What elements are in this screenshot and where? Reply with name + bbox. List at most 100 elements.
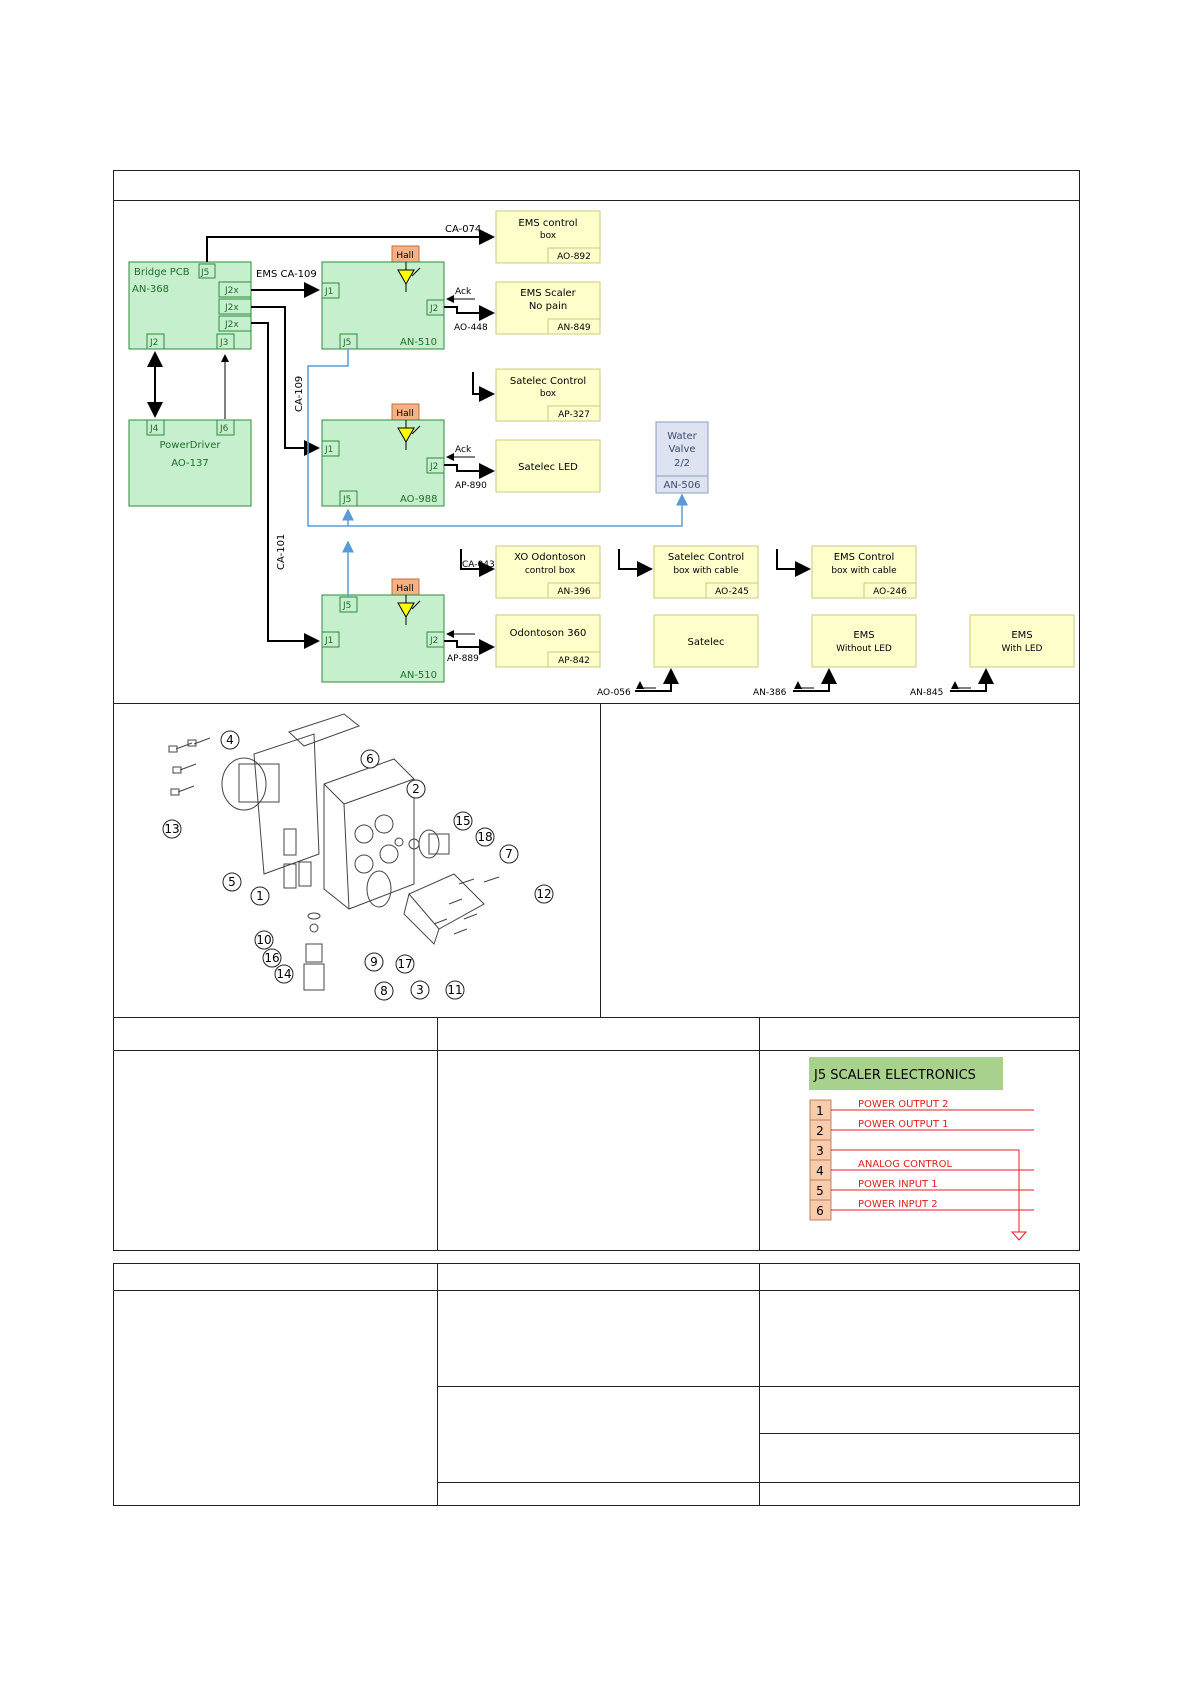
svg-text:box: box (540, 231, 557, 241)
xo-odontoson-box: XO Odontoson control box AN-396 (495, 545, 601, 599)
bottom-table-col2 (759, 1263, 760, 1506)
j5-pins: 1 2 3 4 5 6 (809, 1099, 832, 1221)
svg-text:AO-245: AO-245 (715, 587, 749, 597)
svg-text:6: 6 (366, 752, 374, 766)
svg-text:4: 4 (226, 733, 234, 747)
hall-label-1: Hall (396, 251, 413, 261)
s3-j5-label: J5 (342, 601, 351, 611)
s3-j1-label: J1 (324, 636, 333, 646)
bottom-table-row-line-1 (437, 1386, 1080, 1387)
svg-text:Odontoson 360: Odontoson 360 (510, 628, 587, 639)
scaler-block-2: Hall J1 J2 J5 AO-988 (321, 403, 445, 507)
ems-scaler-box: EMS Scaler No pain AN-849 (495, 281, 601, 335)
ems-control-cable-box: EMS Control box with cable AO-246 (811, 545, 917, 599)
svg-text:4: 4 (816, 1164, 824, 1178)
bridge-title: Bridge PCB (134, 267, 190, 278)
svg-text:ANALOG CONTROL: ANALOG CONTROL (858, 1159, 952, 1170)
bridge-j2-label: J2 (149, 338, 158, 348)
svg-text:POWER OUTPUT 1: POWER OUTPUT 1 (858, 1119, 949, 1130)
s2-j1-label: J1 (324, 445, 333, 455)
svg-text:AN-506: AN-506 (663, 480, 700, 491)
svg-text:control box: control box (525, 566, 576, 576)
svg-text:11: 11 (447, 983, 462, 997)
svg-text:2: 2 (412, 782, 420, 796)
connector-table-frame (113, 1017, 1080, 1251)
cable-ems-ca109: EMS CA-109 (256, 269, 317, 280)
svg-text:EMS: EMS (1011, 630, 1032, 641)
svg-text:EMS Scaler: EMS Scaler (520, 288, 576, 299)
bridge-j5-label: J5 (200, 268, 209, 278)
svg-text:Valve: Valve (668, 444, 695, 455)
svg-text:XO Odontoson: XO Odontoson (514, 552, 586, 563)
bridge-j2x-1: J2x (224, 286, 239, 296)
pd-id: AO-137 (171, 458, 209, 469)
bottom-table-row-line-2 (759, 1433, 1080, 1434)
satelec-control-box: Satelec Control box AP-327 (495, 368, 601, 422)
svg-text:8: 8 (380, 984, 388, 998)
s1-j5-label: J5 (342, 338, 351, 348)
connector-table-col2 (759, 1017, 760, 1251)
label-an386: AN-386 (753, 688, 787, 698)
bottom-table-row-line-3 (437, 1482, 1080, 1483)
svg-text:5: 5 (228, 875, 236, 889)
svg-text:1: 1 (816, 1104, 824, 1118)
svg-text:AN-396: AN-396 (557, 587, 591, 597)
satelec-box: Satelec (653, 614, 759, 668)
exploded-view-drawing: 4 6 13 2 5 15 18 7 1 12 10 16 9 17 14 8 … (162, 713, 554, 1001)
diagram-header-line (113, 200, 1080, 201)
cable-ca109: CA-109 (294, 376, 305, 412)
connector-table-header-line (113, 1050, 1080, 1051)
satelec-control-cable-box: Satelec Control box with cable AO-245 (653, 545, 759, 599)
powerdriver-block: J4 J6 PowerDriver AO-137 (128, 419, 252, 507)
svg-text:box with cable: box with cable (673, 566, 739, 576)
label-an845: AN-845 (910, 688, 943, 698)
svg-text:1: 1 (256, 889, 264, 903)
svg-text:7: 7 (505, 847, 513, 861)
svg-text:15: 15 (455, 814, 470, 828)
svg-text:EMS control: EMS control (518, 218, 577, 229)
svg-text:POWER OUTPUT 2: POWER OUTPUT 2 (858, 1099, 949, 1110)
svg-text:AP-842: AP-842 (558, 656, 590, 666)
label-ao056: AO-056 (597, 688, 631, 698)
odontoson-box: Odontoson 360 AP-842 (495, 614, 601, 668)
connector-table-col1 (437, 1017, 438, 1251)
block-diagram: Bridge PCB AN-368 J5 J2x J2x J2x J2 J3 J… (128, 210, 1075, 698)
bridge-j2x-2: J2x (224, 303, 239, 313)
callouts: 4 6 13 2 5 15 18 7 1 12 10 16 9 17 14 8 … (162, 730, 554, 1001)
svg-text:AP-327: AP-327 (558, 410, 590, 420)
bridge-j2x-3: J2x (224, 320, 239, 330)
svg-text:2/2: 2/2 (674, 458, 690, 469)
svg-text:EMS: EMS (853, 630, 874, 641)
svg-text:2: 2 (816, 1124, 824, 1138)
s3-id: AN-510 (400, 670, 437, 681)
svg-text:POWER INPUT 1: POWER INPUT 1 (858, 1179, 938, 1190)
s1-id: AN-510 (400, 337, 437, 348)
scaler-block-3: Hall J5 J1 J2 AN-510 (321, 578, 445, 683)
svg-text:16: 16 (264, 951, 279, 965)
svg-text:AN-849: AN-849 (557, 323, 591, 333)
svg-text:box: box (540, 389, 557, 399)
hall-label-2: Hall (396, 409, 413, 419)
svg-text:12: 12 (536, 887, 551, 901)
ack-label-1: Ack (455, 287, 472, 297)
water-valve-box: Water Valve 2/2 AN-506 (655, 421, 709, 494)
svg-text:13: 13 (164, 822, 179, 836)
bottom-table-col1 (437, 1263, 438, 1506)
bottom-table-frame (113, 1263, 1080, 1506)
pd-title: PowerDriver (159, 440, 221, 451)
svg-text:9: 9 (370, 955, 378, 969)
svg-text:6: 6 (816, 1204, 824, 1218)
svg-text:Water: Water (667, 431, 697, 442)
svg-text:Without LED: Without LED (836, 644, 892, 654)
svg-text:3: 3 (416, 983, 424, 997)
s2-j5-label: J5 (342, 495, 351, 505)
scaler-block-1: Hall J1 J2 J5 AN-510 (321, 245, 445, 350)
svg-text:14: 14 (276, 967, 291, 981)
s1-j2-label: J2 (429, 304, 438, 314)
ems-with-led-box: EMS With LED (969, 614, 1075, 668)
svg-text:Satelec LED: Satelec LED (518, 462, 578, 473)
ems-control-box: EMS control box AO-892 (495, 210, 601, 264)
bridge-j3-label: J3 (219, 338, 228, 348)
svg-text:POWER INPUT 2: POWER INPUT 2 (858, 1199, 938, 1210)
pd-j4-label: J4 (149, 424, 159, 434)
